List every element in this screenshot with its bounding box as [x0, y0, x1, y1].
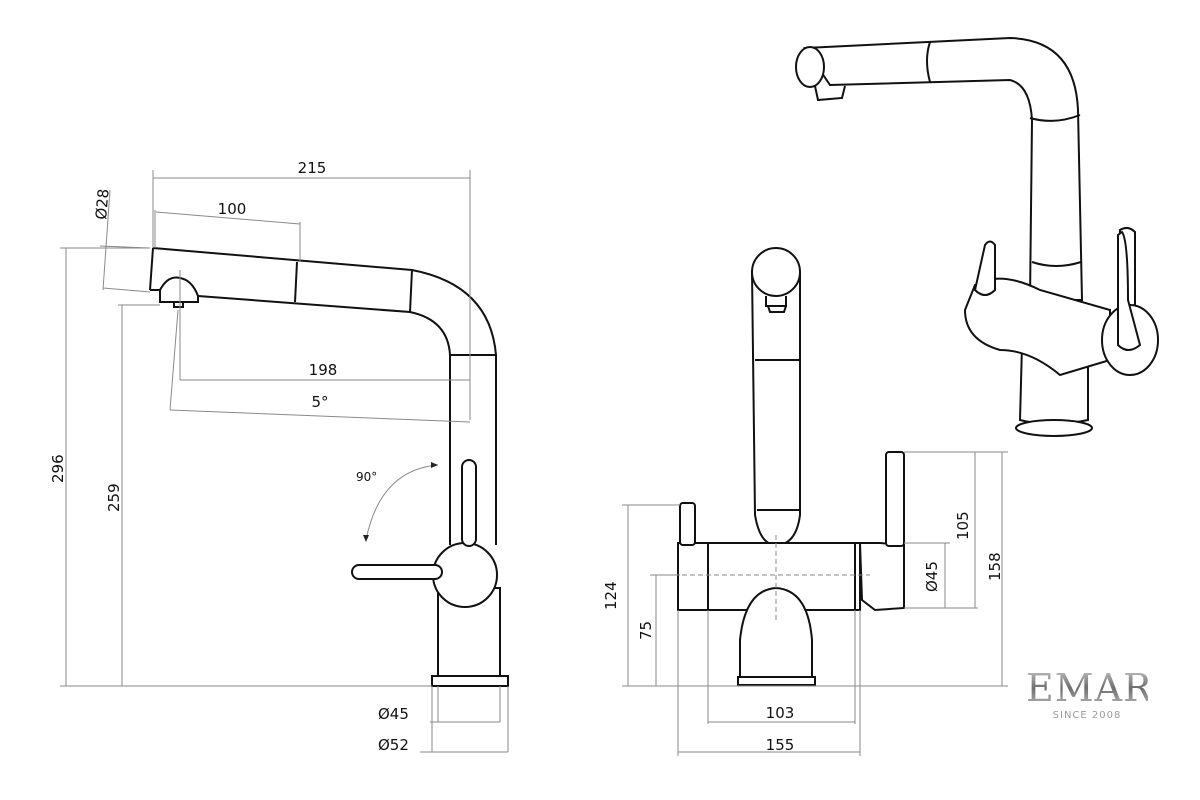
dim-158: 158 [986, 552, 1004, 581]
perspective-view-faucet [795, 36, 1159, 437]
dim-diameter-28: Ø28 [92, 188, 113, 220]
brand-logo: EMAR SINCE 2008 [1026, 666, 1153, 721]
dim-angle-5: 5° [311, 393, 328, 411]
dim-259: 259 [105, 483, 123, 512]
dim-diameter-45-front: Ø45 [923, 561, 941, 592]
front-view-faucet [677, 247, 905, 686]
dim-198: 198 [309, 361, 338, 379]
dim-100: 100 [218, 200, 247, 218]
dim-75: 75 [637, 621, 655, 640]
front-view-dimensions: 124 75 103 155 Ø45 105 158 [602, 451, 1008, 756]
dim-105: 105 [954, 511, 972, 540]
dim-215: 215 [298, 159, 327, 177]
side-view-faucet [149, 247, 509, 687]
dim-155: 155 [766, 736, 795, 754]
side-view-dimensions: 215 100 Ø28 198 5° 296 259 90° Ø45 Ø52 [49, 159, 509, 754]
dim-diameter-45: Ø45 [378, 705, 409, 723]
brand-name: EMAR [1026, 666, 1153, 710]
dim-103: 103 [766, 704, 795, 722]
dim-90-degrees: 90° [356, 470, 377, 484]
dim-296: 296 [49, 454, 67, 483]
dim-124: 124 [602, 581, 620, 610]
brand-tagline: SINCE 2008 [1052, 710, 1122, 721]
dim-diameter-52: Ø52 [378, 736, 409, 754]
